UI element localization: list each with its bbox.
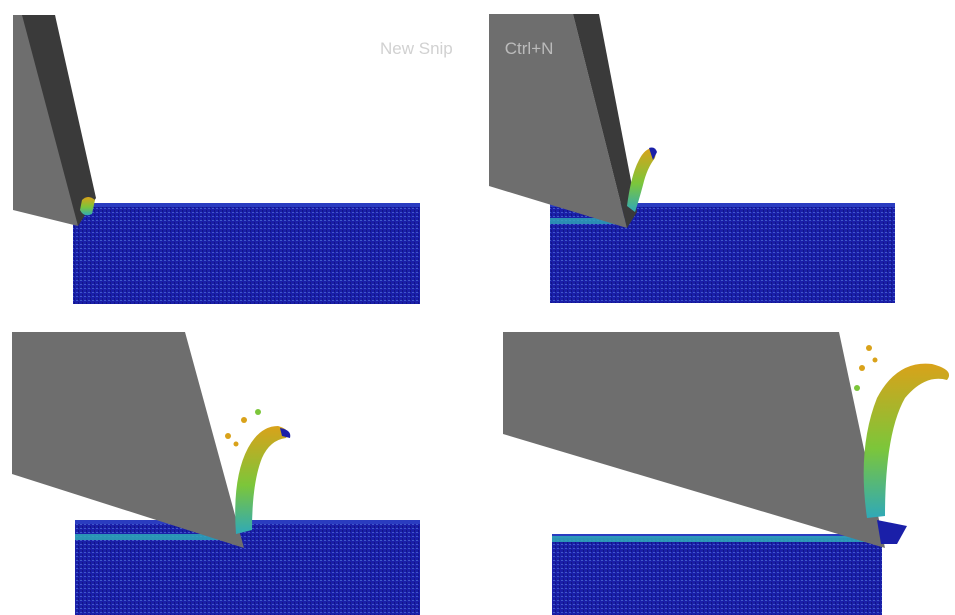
chip-icon [627,148,657,213]
chip-icon [854,345,949,544]
cutting-tool-icon [13,15,96,226]
workpiece-block [552,534,882,615]
workpiece-surface-band [73,203,420,207]
simulation-panel-3 [0,308,477,615]
simulation-panel-4 [477,308,954,615]
machined-surface-layer [552,536,882,542]
cutting-tool-icon [12,332,244,548]
snip-toolbar-overlay[interactable]: New Snip Ctrl+N [336,32,616,66]
shortcut-label: Ctrl+N [505,39,554,59]
new-snip-button[interactable]: New Snip [380,39,453,59]
workpiece-block [73,203,420,304]
cutting-tool-icon [503,332,885,548]
